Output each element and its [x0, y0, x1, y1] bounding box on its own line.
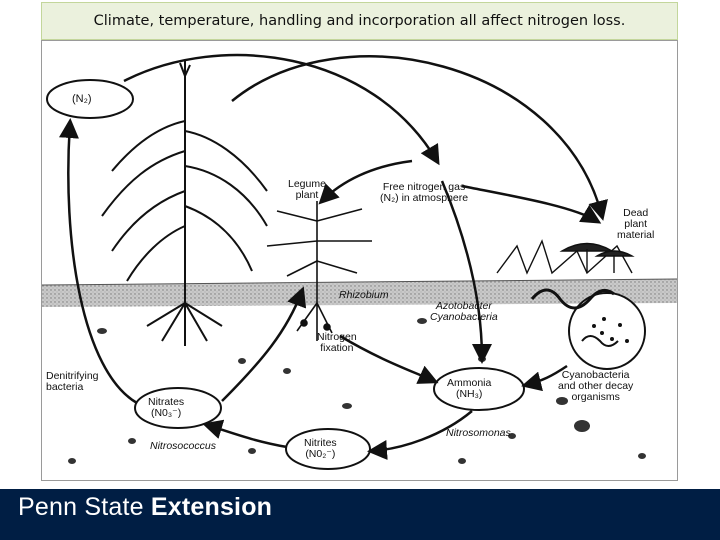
denitrifying-line-2: bacteria — [46, 382, 99, 393]
caption-box: Climate, temperature, handling and incor… — [41, 2, 678, 40]
nitrosomonas-label: Nitrosomonas — [446, 428, 511, 439]
legume-plant-line-2: plant — [288, 190, 326, 201]
brand-regular: Penn State — [18, 493, 151, 521]
brand-bold: Extension — [151, 493, 272, 521]
n2-label: (N₂) — [72, 94, 92, 105]
legume-plant-label: Legume plant — [288, 179, 326, 201]
nitrates-line-2: (N0₃⁻) — [148, 408, 184, 419]
dead-plant-label: Dead plant material — [617, 208, 654, 241]
dead-plant-line-3: material — [617, 230, 654, 241]
rhizobium-label: Rhizobium — [339, 290, 389, 301]
ammonia-line-2: (NH₃) — [447, 389, 491, 400]
dead-plant-material — [497, 241, 632, 273]
diagram-artwork — [42, 41, 678, 481]
free-nitrogen-label: Free nitrogen gas (N₂) in atmosphere — [380, 182, 468, 204]
free-nitrogen-line-2: (N₂) in atmosphere — [380, 193, 468, 204]
nitrogen-cycle-diagram: (N₂) Legume plant Free nitrogen gas (N₂)… — [41, 40, 678, 481]
nitrates-label: Nitrates (N0₃⁻) — [148, 397, 184, 419]
decay-organisms-circle — [569, 293, 645, 369]
nitrogen-fixation-line-2: fixation — [317, 343, 357, 354]
footer-bar: Penn State Extension — [0, 489, 720, 540]
nitrites-label: Nitrites (N0₂⁻) — [304, 438, 337, 460]
cyanobacteria-decay-label: Cyanobacteria and other decay organisms — [558, 370, 633, 403]
ammonia-label: Ammonia (NH₃) — [447, 378, 491, 400]
caption-text: Climate, temperature, handling and incor… — [94, 13, 626, 29]
azotobacter-line-2: Cyanobacteria — [430, 312, 498, 323]
azotobacter-label: Azotobacter Cyanobacteria — [430, 301, 498, 323]
nitrogen-fixation-label: Nitrogen fixation — [317, 332, 357, 354]
nitrosococcus-label: Nitrosococcus — [150, 441, 216, 452]
cyanobacteria-decay-line-3: organisms — [558, 392, 633, 403]
legume-plant — [267, 201, 372, 341]
penn-state-extension-logo: Penn State Extension — [18, 493, 272, 522]
denitrifying-label: Denitrifying bacteria — [46, 371, 99, 393]
nitrites-line-2: (N0₂⁻) — [304, 449, 337, 460]
